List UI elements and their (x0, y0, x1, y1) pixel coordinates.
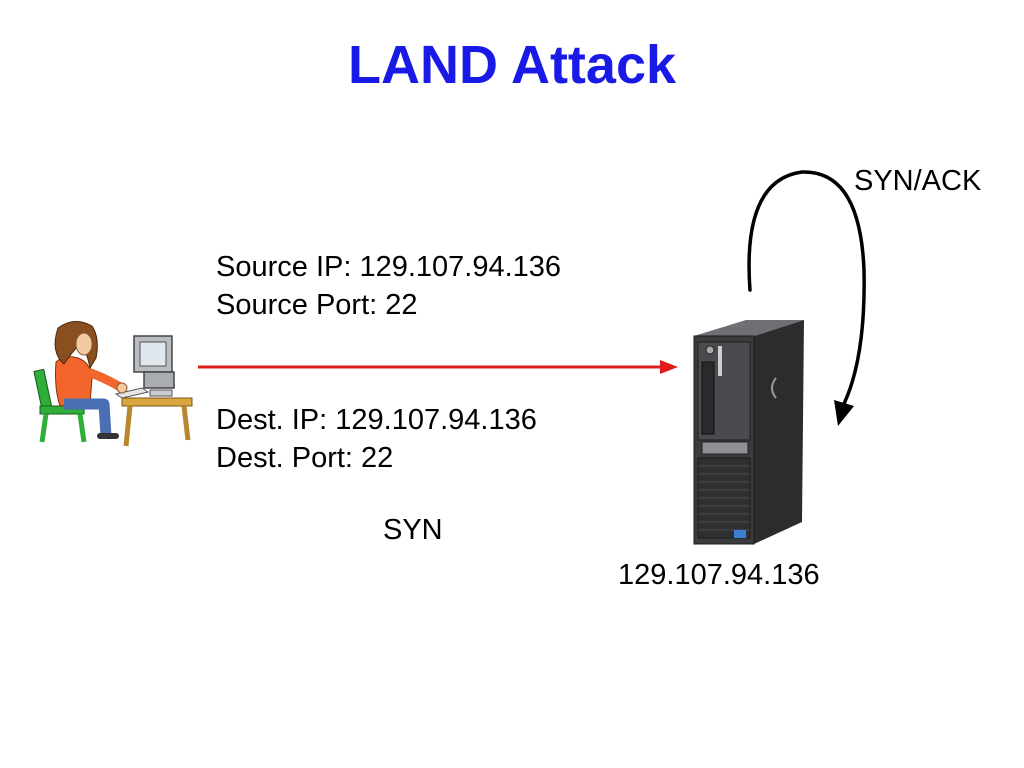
syn-ack-label: SYN/ACK (854, 165, 982, 197)
dest-port-label: Dest. Port: 22 (216, 442, 394, 474)
source-port-label: Source Port: 22 (216, 289, 418, 321)
slide-title: LAND Attack (347, 35, 677, 95)
syn-label: SYN (383, 514, 443, 546)
server-ip-label: 129.107.94.136 (618, 559, 820, 591)
attacker-at-computer-icon (33, 321, 193, 447)
source-ip-label: Source IP: 129.107.94.136 (216, 251, 562, 283)
dest-ip-label: Dest. IP: 129.107.94.136 (216, 404, 537, 436)
syn-ack-loop-arrow (747, 170, 866, 426)
packet-destination: Dest. IP: 129.107.94.136 Dest. Port: 22 (216, 401, 537, 477)
packet-source: Source IP: 129.107.94.136 Source Port: 2… (216, 248, 561, 324)
server-tower-icon (693, 320, 804, 545)
syn-arrow (198, 360, 678, 374)
